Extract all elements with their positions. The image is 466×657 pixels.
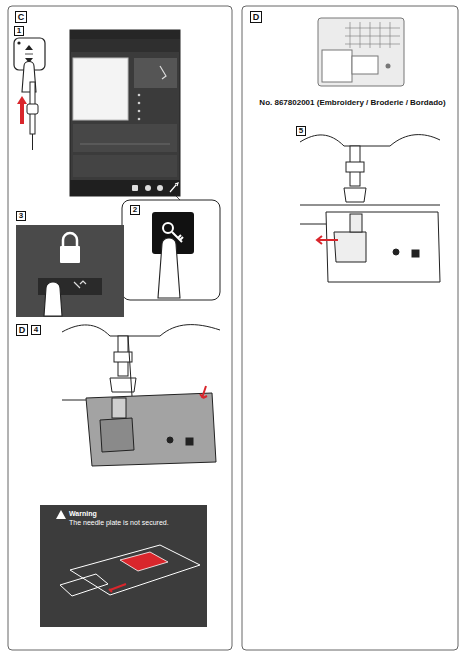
step-number: 1 (14, 26, 24, 36)
step-number: 5 (296, 126, 306, 136)
callout-number: D (252, 12, 260, 22)
section-letter: D (16, 324, 28, 336)
callout-number: C (17, 12, 25, 22)
warning-title: Warning (69, 510, 204, 519)
insert-arrow (317, 236, 338, 244)
step-number: 4 (31, 325, 41, 335)
step-number: 3 (16, 211, 26, 221)
part-number-label: No. 867802001 (Embroidery / Broderie / B… (255, 98, 450, 108)
lock-dialog (16, 225, 124, 317)
step-number: 2 (130, 205, 140, 215)
part-number-text: No. 867802001 (Embroidery / Broderie / B… (255, 98, 450, 108)
callout-number: 4 (33, 326, 39, 334)
callout-number: 2 (132, 206, 138, 214)
warning-screen (40, 505, 207, 627)
release-arrow (200, 386, 207, 398)
machine-needle-area (62, 325, 220, 466)
touch-screen (70, 30, 180, 196)
callout-number: 3 (18, 212, 24, 220)
warning-message: WarningThe needle plate is not secured. (69, 510, 204, 528)
finger (158, 238, 180, 298)
finger (44, 282, 62, 316)
left-panel (8, 6, 232, 650)
zoom-frame (122, 200, 220, 300)
section-letter: C (15, 11, 27, 23)
needle-bar (27, 82, 38, 150)
callout-number: 5 (298, 127, 304, 135)
section-letter: D (250, 11, 262, 23)
up-arrow (17, 96, 27, 124)
callout-number: D (18, 325, 26, 335)
callout-number: 1 (16, 27, 22, 35)
needle-plate (318, 18, 404, 86)
right-panel (242, 6, 458, 650)
warning-text: The needle plate is not secured. (69, 519, 204, 528)
machine-needle-area (300, 135, 440, 282)
